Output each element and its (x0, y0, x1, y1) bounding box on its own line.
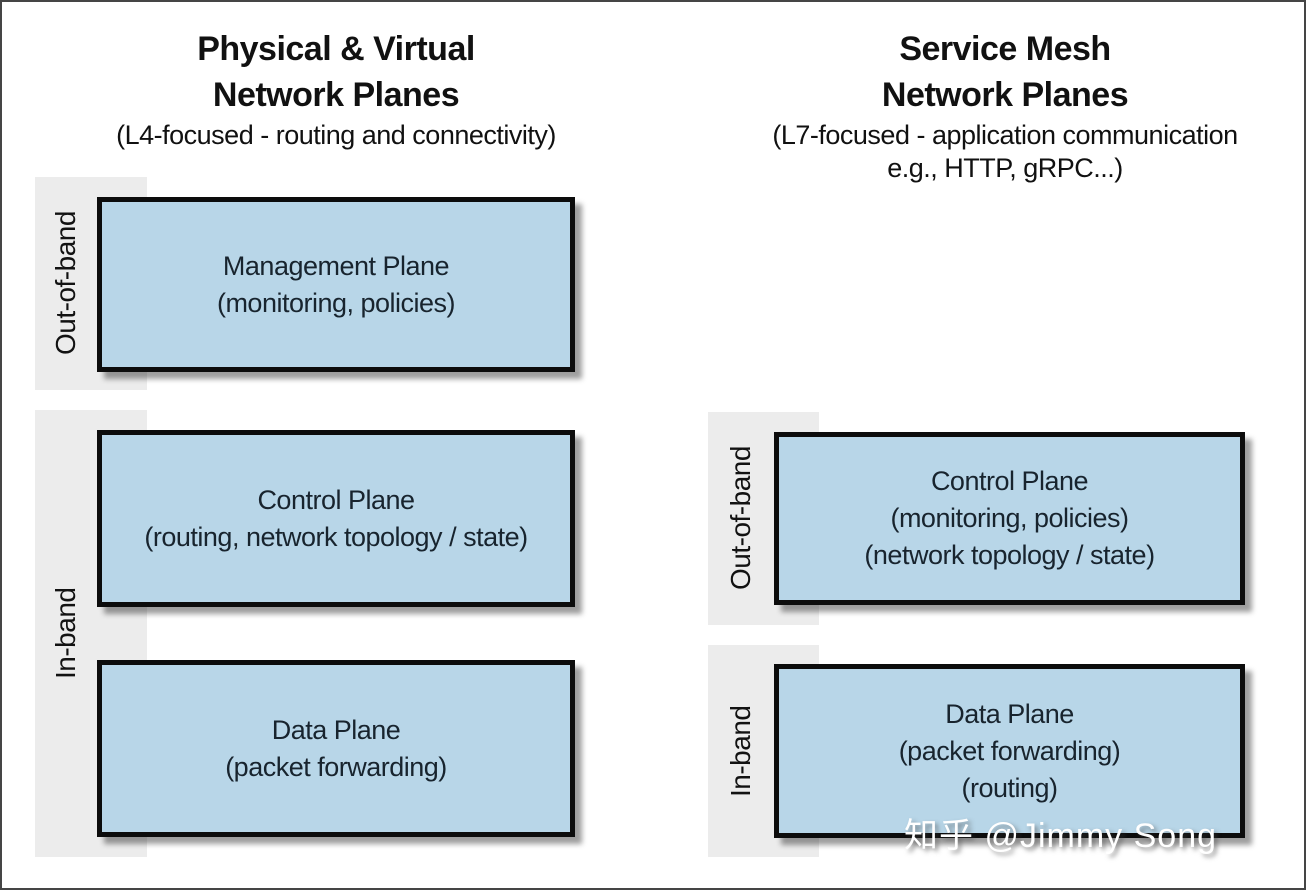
right-subtitle-line1: (L7-focused - application communication (772, 120, 1238, 150)
left-column-title: Physical & Virtual Network Planes (L4-fo… (60, 26, 612, 151)
box-title: Management Plane (222, 250, 450, 281)
box-subtitle2: (routing) (961, 772, 1058, 803)
right-subtitle-line2: e.g., HTTP, gRPC...) (887, 153, 1123, 183)
management-plane-box: Management Plane (monitoring, policies) (97, 197, 575, 372)
box-subtitle: (monitoring, policies) (216, 287, 456, 318)
left-out-of-band-label: Out-of-band (50, 211, 81, 356)
box-subtitle2: (network topology / state) (864, 540, 1155, 570)
box-subtitle: (packet forwarding) (225, 751, 447, 782)
right-title-line2: Network Planes (881, 76, 1129, 114)
left-title-line1: Physical & Virtual (197, 30, 475, 68)
box-title: Data Plane (945, 698, 1074, 729)
right-out-of-band-label: Out-of-band (725, 446, 756, 591)
right-in-band-label: In-band (725, 705, 756, 797)
left-in-band-label: In-band (50, 587, 81, 680)
left-title-line2: Network Planes (212, 76, 460, 114)
box-title: Data Plane (271, 714, 401, 745)
box-title: Control Plane (257, 484, 415, 515)
right-column-title: Service Mesh Network Planes (L7-focused … (702, 26, 1304, 184)
zhihu-watermark: 知乎 @Jimmy Song (904, 817, 1218, 855)
right-data-plane-box: Data Plane (packet forwarding) (routing) (774, 664, 1245, 838)
right-control-plane-box: Control Plane (monitoring, policies) (ne… (774, 432, 1245, 605)
box-title: Control Plane (930, 466, 1089, 496)
right-title-line1: Service Mesh (899, 30, 1111, 68)
box-subtitle: (routing, network topology / state) (144, 521, 528, 552)
left-subtitle: (L4-focused - routing and connectivity) (116, 120, 556, 150)
box-subtitle: (monitoring, policies) (890, 503, 1129, 533)
box-subtitle: (packet forwarding) (898, 735, 1121, 766)
left-data-plane-box: Data Plane (packet forwarding) (97, 660, 575, 837)
left-control-plane-box: Control Plane (routing, network topology… (97, 430, 575, 607)
